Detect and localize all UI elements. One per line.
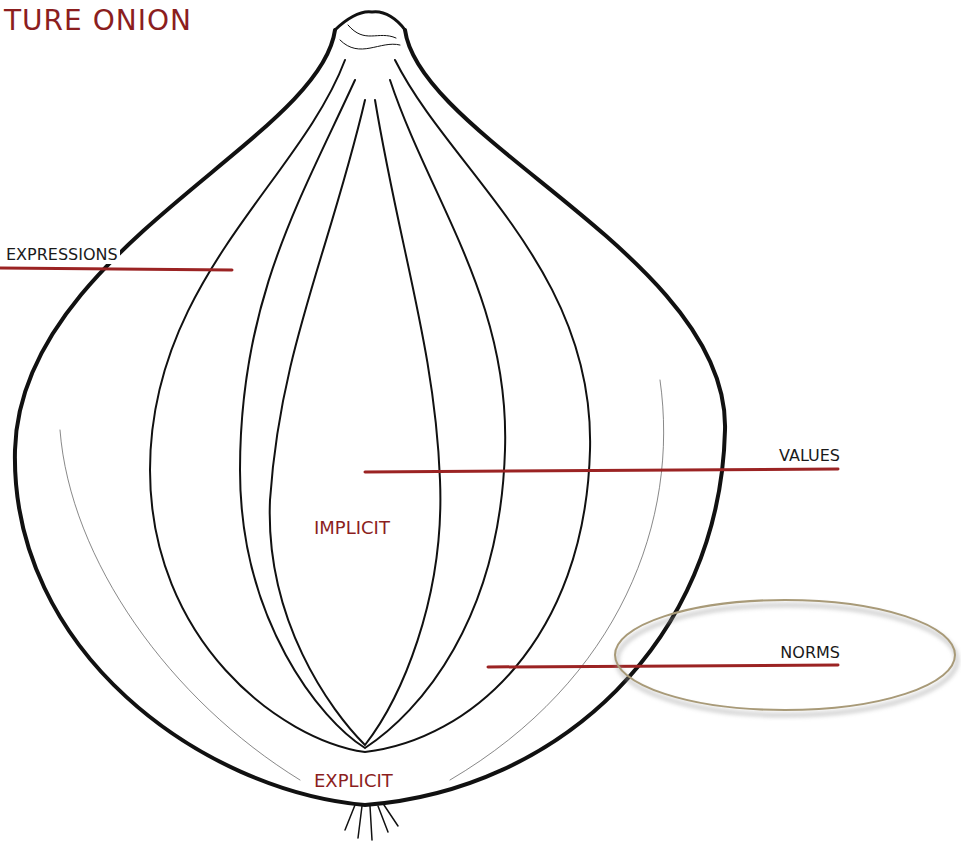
zone-label: EXPLICIT xyxy=(312,770,395,792)
onion-drawing xyxy=(15,12,725,840)
onion-core xyxy=(270,100,441,745)
layer-label: NORMS xyxy=(778,643,842,662)
leader-line xyxy=(488,665,838,667)
onion-layer xyxy=(240,80,505,748)
onion-neck-fibres xyxy=(340,25,400,49)
onion-neck xyxy=(335,12,405,30)
diagram-title: TURE ONION xyxy=(2,4,194,38)
zone-label: IMPLICIT xyxy=(312,517,392,539)
layer-label: EXPRESSIONS xyxy=(4,245,120,264)
leader-line xyxy=(0,268,232,270)
onion-layer xyxy=(150,60,590,752)
highlight-shadow xyxy=(617,605,957,715)
leader-lines xyxy=(0,268,838,667)
onion-skin-lines xyxy=(60,380,664,780)
layer-label: VALUES xyxy=(777,446,842,465)
leader-line xyxy=(365,469,838,472)
onion-outer-skin xyxy=(15,30,725,805)
onion-roots xyxy=(345,805,398,840)
highlight-ellipse xyxy=(615,600,955,710)
